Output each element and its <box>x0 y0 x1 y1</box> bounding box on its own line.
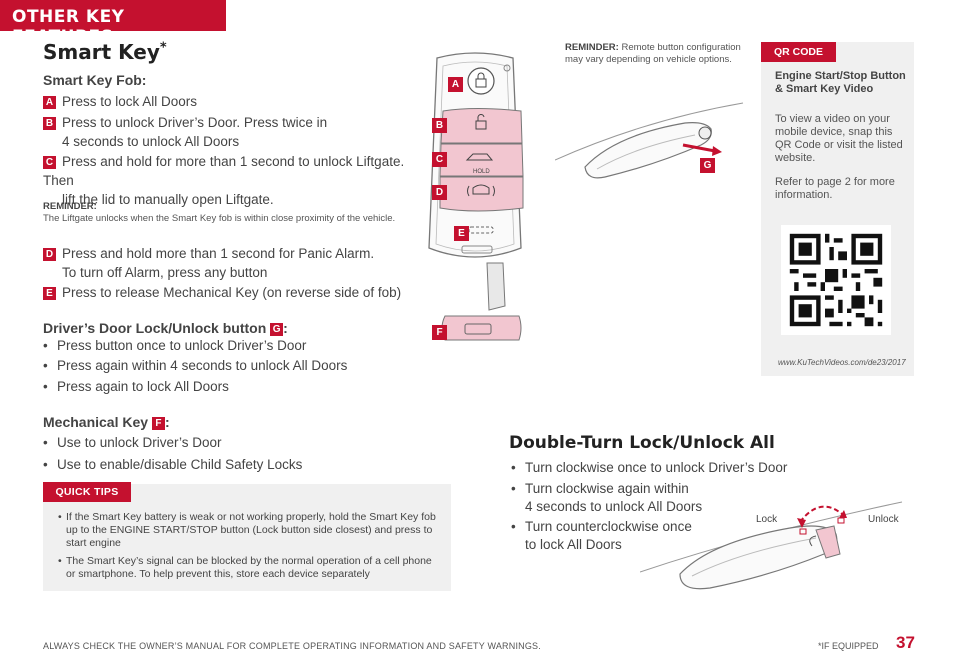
reminder-label: REMINDER: <box>43 201 97 212</box>
unlock-icon <box>837 517 845 524</box>
svg-text:HOLD: HOLD <box>473 169 490 175</box>
callout-a: A <box>448 77 463 92</box>
lock-button-icon <box>467 67 495 95</box>
lock-icon <box>799 528 807 535</box>
quick-tip-2: The Smart Key’s signal can be blocked by… <box>58 555 432 581</box>
driver-door-heading: Driver’s Door Lock/Unlock button G: <box>43 320 288 336</box>
footer-disclaimer: ALWAYS CHECK THE OWNER’S MANUAL FOR COMP… <box>43 641 541 651</box>
unlock-button-icon <box>440 108 523 144</box>
callout-f: F <box>432 325 447 340</box>
mechanical-key-head <box>441 315 522 341</box>
door-handle-key-illustration <box>640 501 903 590</box>
mechanical-key-heading: Mechanical Key F: <box>43 414 170 430</box>
callout-b: B <box>432 118 447 133</box>
qr-tab: QR CODE <box>761 42 836 62</box>
callout-d: D <box>432 185 447 200</box>
quick-tip-1: If the Smart Key battery is weak or not … <box>58 511 436 550</box>
fob-heading: Smart Key Fob: <box>43 72 147 88</box>
mech-bullet-2: Use to enable/disable Child Safety Locks <box>43 456 302 474</box>
release-button-icon <box>468 226 494 234</box>
qr-url[interactable]: www.KuTechVideos.com/de23/2017 <box>778 358 906 367</box>
unlock-label: Unlock <box>868 514 899 525</box>
callout-c: C <box>432 152 447 167</box>
double-turn-bullet-1: Turn clockwise once to unlock Driver’s D… <box>511 459 787 477</box>
driver-bullet-1: Press button once to unlock Driver’s Doo… <box>43 337 306 355</box>
smart-key-fob-illustration: HOLD <box>428 52 524 341</box>
double-turn-title: Double-Turn Lock/Unlock All <box>509 433 775 453</box>
driver-bullet-2: Press again within 4 seconds to unlock A… <box>43 357 347 375</box>
lock-label: Lock <box>756 514 778 525</box>
mechanical-key-blade <box>486 262 506 311</box>
driver-door-button-icon <box>698 126 712 140</box>
callout-g: G <box>700 158 715 173</box>
qr-title: Engine Start/Stop Button& Smart Key Vide… <box>775 70 906 95</box>
qr-code-icon[interactable] <box>781 225 891 335</box>
reminder-text: The Liftgate unlocks when the Smart Key … <box>43 213 396 224</box>
door-handle-illustration <box>555 102 744 179</box>
section-header: OTHER KEY FEATURES <box>0 0 226 47</box>
callout-e: E <box>454 226 469 241</box>
page-title: Smart Key* <box>43 40 167 64</box>
driver-bullet-3: Press again to lock All Doors <box>43 378 229 396</box>
footer-if-equipped: *IF EQUIPPED <box>818 641 879 651</box>
quick-tips-tab: QUICK TIPS <box>43 482 131 502</box>
mech-bullet-1: Use to unlock Driver’s Door <box>43 434 222 452</box>
page-number: 37 <box>896 633 915 652</box>
mechanical-key-icon <box>815 525 841 559</box>
